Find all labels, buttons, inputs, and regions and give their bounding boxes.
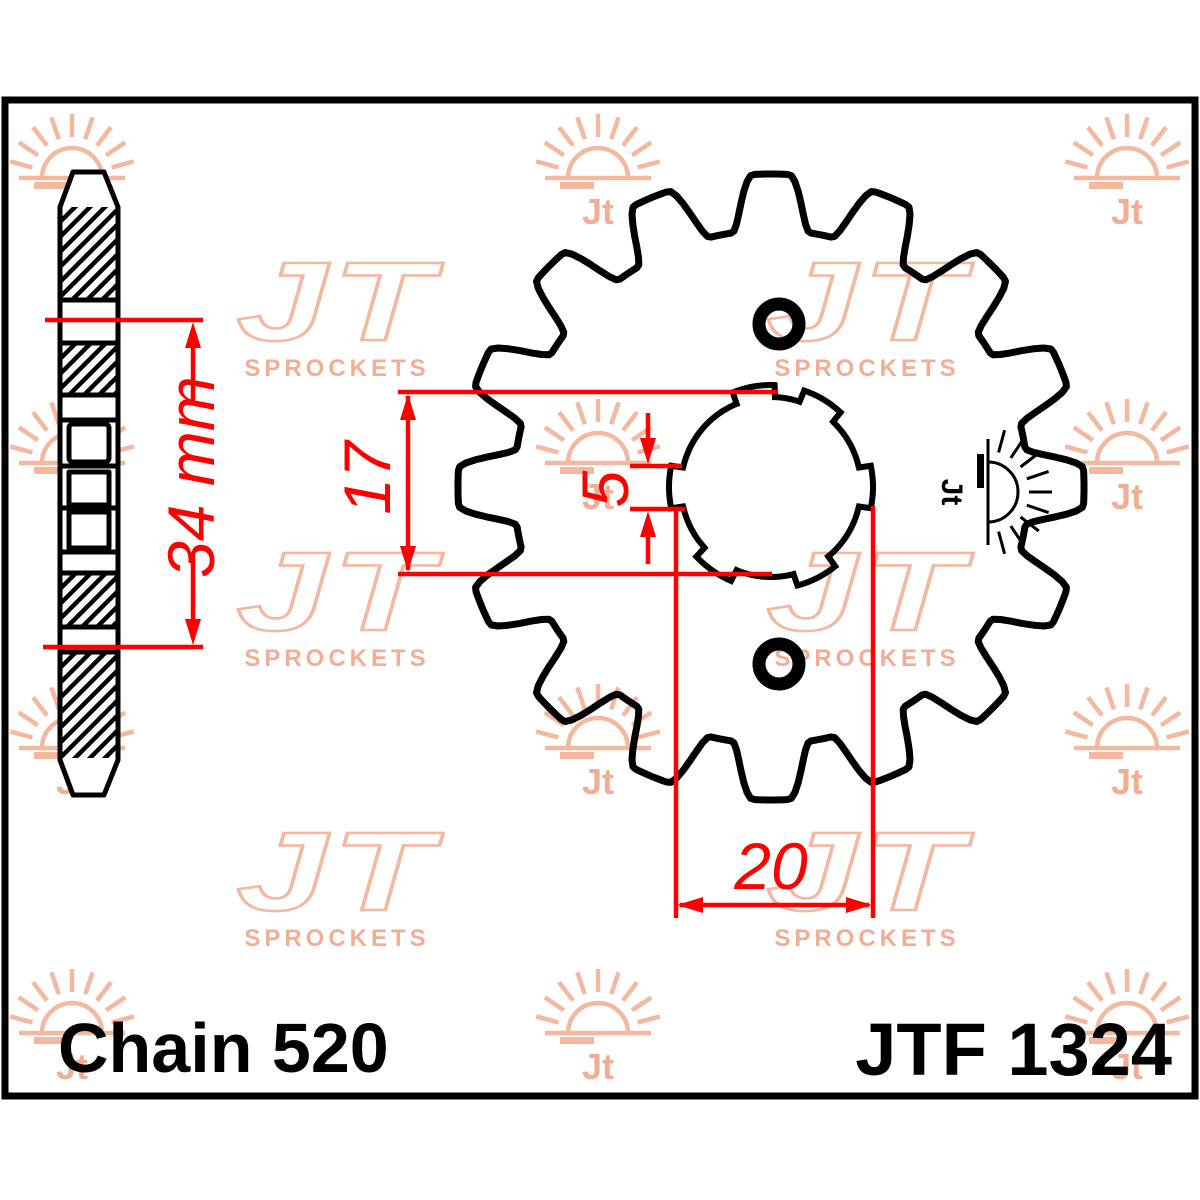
jt-logo-text: JT bbox=[766, 809, 974, 934]
jt-sun-logo-watermark: Jt bbox=[9, 969, 135, 1087]
jt-logo-text: JT bbox=[236, 239, 444, 364]
hatch-block bbox=[62, 344, 116, 394]
hatch-block bbox=[62, 574, 116, 626]
dim-text-20: 20 bbox=[733, 829, 808, 903]
hub-box bbox=[66, 469, 112, 508]
jt-sun-logo-watermark: Jt bbox=[535, 969, 661, 1087]
jt-monogram: Jt bbox=[1111, 761, 1143, 802]
dim-text-5: 5 bbox=[568, 470, 642, 507]
jt-sun-logo-mark-glyph: Jt bbox=[935, 429, 1052, 555]
dim-notch-width: 5 bbox=[568, 413, 685, 564]
jt-monogram: Jt bbox=[1111, 191, 1143, 232]
jt-sun-logo-watermark: Jt bbox=[535, 114, 661, 232]
side-view-dividers bbox=[60, 297, 118, 655]
sprockets-logo-text: SPROCKETS bbox=[244, 645, 429, 672]
sprockets-logo-text: SPROCKETS bbox=[774, 925, 959, 952]
jt-sun-logo-watermark: Jt bbox=[1064, 969, 1190, 1087]
dim-text-17: 17 bbox=[330, 439, 404, 515]
jt-sun-logo-watermark: Jt bbox=[535, 684, 661, 802]
arrowhead-up bbox=[640, 511, 656, 537]
arrowhead-down bbox=[185, 619, 201, 645]
arrowhead-up bbox=[185, 322, 201, 348]
dim-bore-height: 17 bbox=[330, 389, 777, 577]
hub-box bbox=[66, 421, 112, 465]
jt-monogram: Jt bbox=[935, 479, 968, 506]
mounting-hole bbox=[752, 637, 806, 691]
sprocket-front-view: Jt bbox=[454, 170, 1088, 804]
hatch-block bbox=[62, 207, 116, 299]
spline-bore bbox=[666, 382, 876, 590]
dim-text-34mm: 34 mm bbox=[154, 376, 228, 578]
arrowhead-left bbox=[677, 897, 703, 913]
arrowhead-down bbox=[640, 438, 656, 464]
jt-sun-logo-mark: Jt bbox=[935, 429, 1052, 555]
jt-monogram: Jt bbox=[1111, 1046, 1143, 1087]
jt-logo-text: JT bbox=[236, 809, 444, 934]
drawing-frame bbox=[1, 96, 1199, 1100]
sprockets-logo-text: SPROCKETS bbox=[244, 355, 429, 382]
dim-overall-width: 34 mm bbox=[43, 317, 228, 650]
arrowhead-up bbox=[400, 394, 416, 420]
chain-type-label: Chain 520 bbox=[58, 1009, 389, 1087]
hub-box bbox=[66, 509, 112, 551]
sprockets-logo-text: SPROCKETS bbox=[244, 925, 429, 952]
jt-monogram: Jt bbox=[582, 476, 614, 517]
jt-sun-logo-watermark: Jt bbox=[1064, 684, 1190, 802]
jt-sun-logo-watermark: Jt bbox=[1064, 399, 1190, 517]
jt-monogram: Jt bbox=[582, 191, 614, 232]
arrowhead-down bbox=[400, 546, 416, 572]
hatch-sections bbox=[62, 207, 116, 758]
sprocket-side-view bbox=[57, 169, 121, 798]
dim-spline-od: 20 bbox=[673, 506, 876, 918]
jt-monogram: Jt bbox=[582, 1046, 614, 1087]
gear-outline bbox=[454, 170, 1088, 804]
part-number-label: JTF 1324 bbox=[855, 1008, 1172, 1091]
jt-logo-text: JT bbox=[766, 239, 974, 364]
dimension-layer: 34 mm 17 5 20 bbox=[43, 317, 876, 918]
hatch-block bbox=[62, 653, 116, 758]
watermark-layer: JtJtJtJtJtJtJtJtJtJtJtJtJTSPROCKETSJTSPR… bbox=[9, 114, 1190, 1087]
side-view-outline bbox=[57, 169, 121, 798]
jt-monogram: Jt bbox=[56, 1046, 88, 1087]
jt-monogram: Jt bbox=[582, 761, 614, 802]
arrowhead-right bbox=[846, 897, 872, 913]
sprockets-logo-text: SPROCKETS bbox=[774, 355, 959, 382]
jt-monogram: Jt bbox=[1111, 476, 1143, 517]
jt-logo-text: JT bbox=[766, 529, 974, 654]
mounting-hole bbox=[752, 297, 806, 351]
jt-sun-logo-watermark: Jt bbox=[1064, 114, 1190, 232]
jt-sun-logo-watermark: Jt bbox=[535, 399, 661, 517]
